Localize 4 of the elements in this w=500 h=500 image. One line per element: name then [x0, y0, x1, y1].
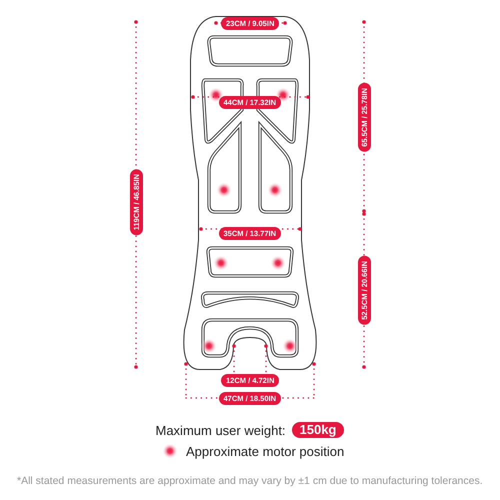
weight-label: Maximum user weight: — [156, 422, 286, 438]
footnote: *All stated measurements are approximate and may vary by ±1 cm due to manufacturing tolerances. — [17, 475, 483, 487]
legend-label: Approximate motor position — [186, 444, 344, 458]
weight-value: 150kg — [292, 422, 344, 438]
